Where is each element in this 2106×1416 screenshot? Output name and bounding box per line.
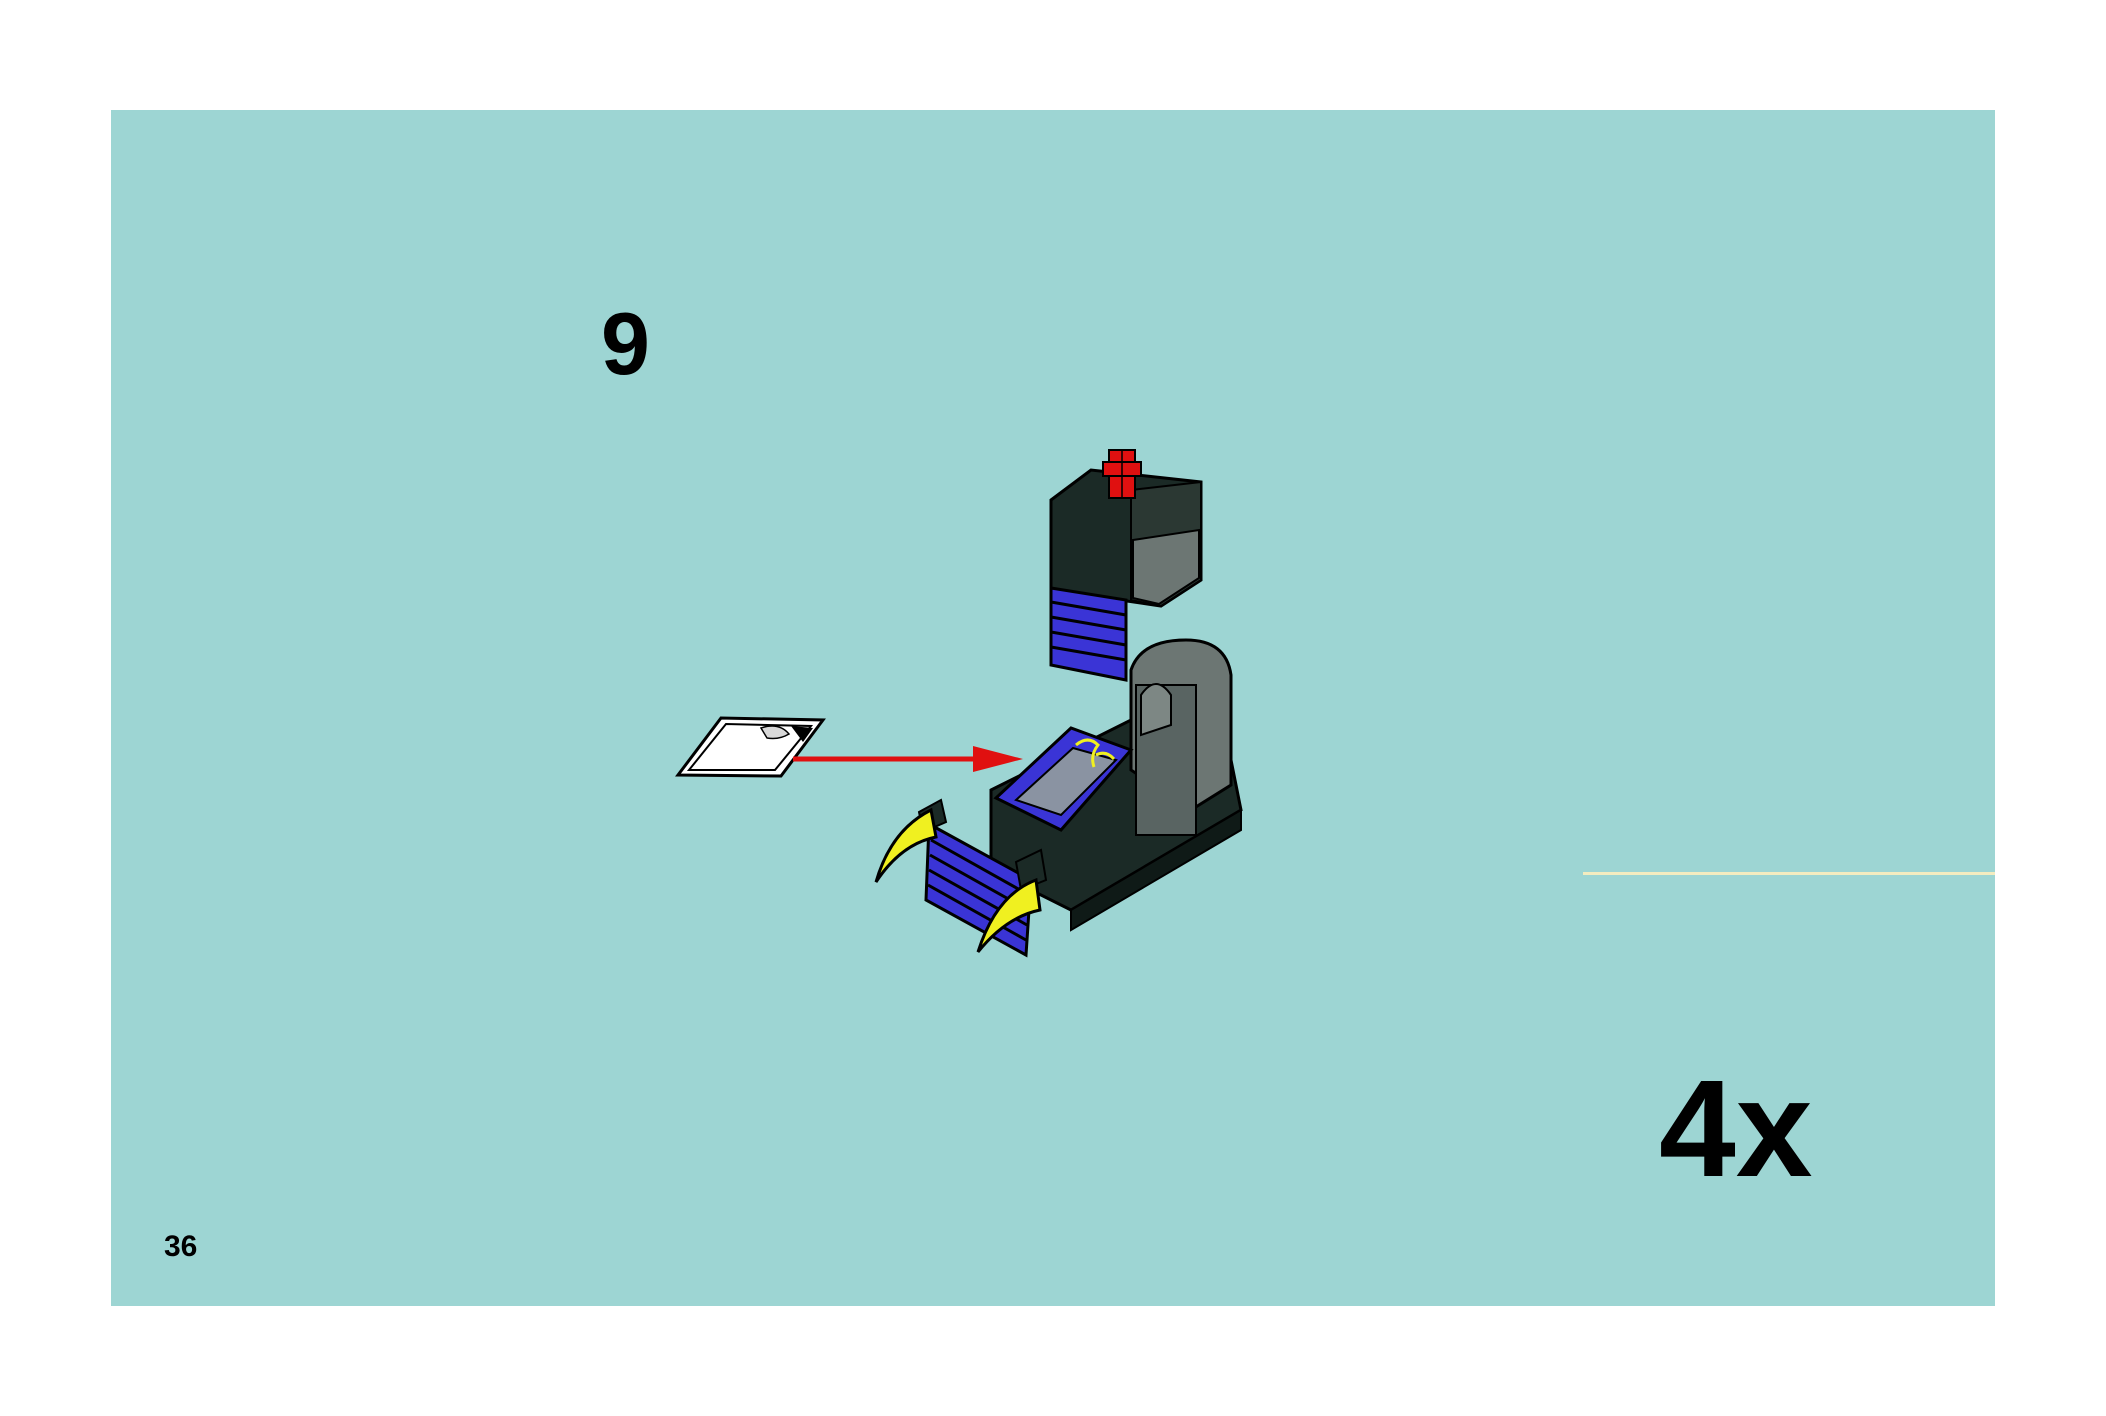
page-number: 36: [164, 1230, 198, 1263]
step-illustration: [675, 449, 1243, 958]
divider-line: [1583, 872, 1995, 875]
placement-arrow: [793, 746, 1023, 772]
step-panel: 9: [111, 110, 1995, 1306]
step-number: 9: [601, 294, 650, 393]
sticker-sheet: [675, 716, 826, 778]
quantity-label: 4x: [1659, 1052, 1813, 1206]
tower-model: [874, 449, 1243, 958]
